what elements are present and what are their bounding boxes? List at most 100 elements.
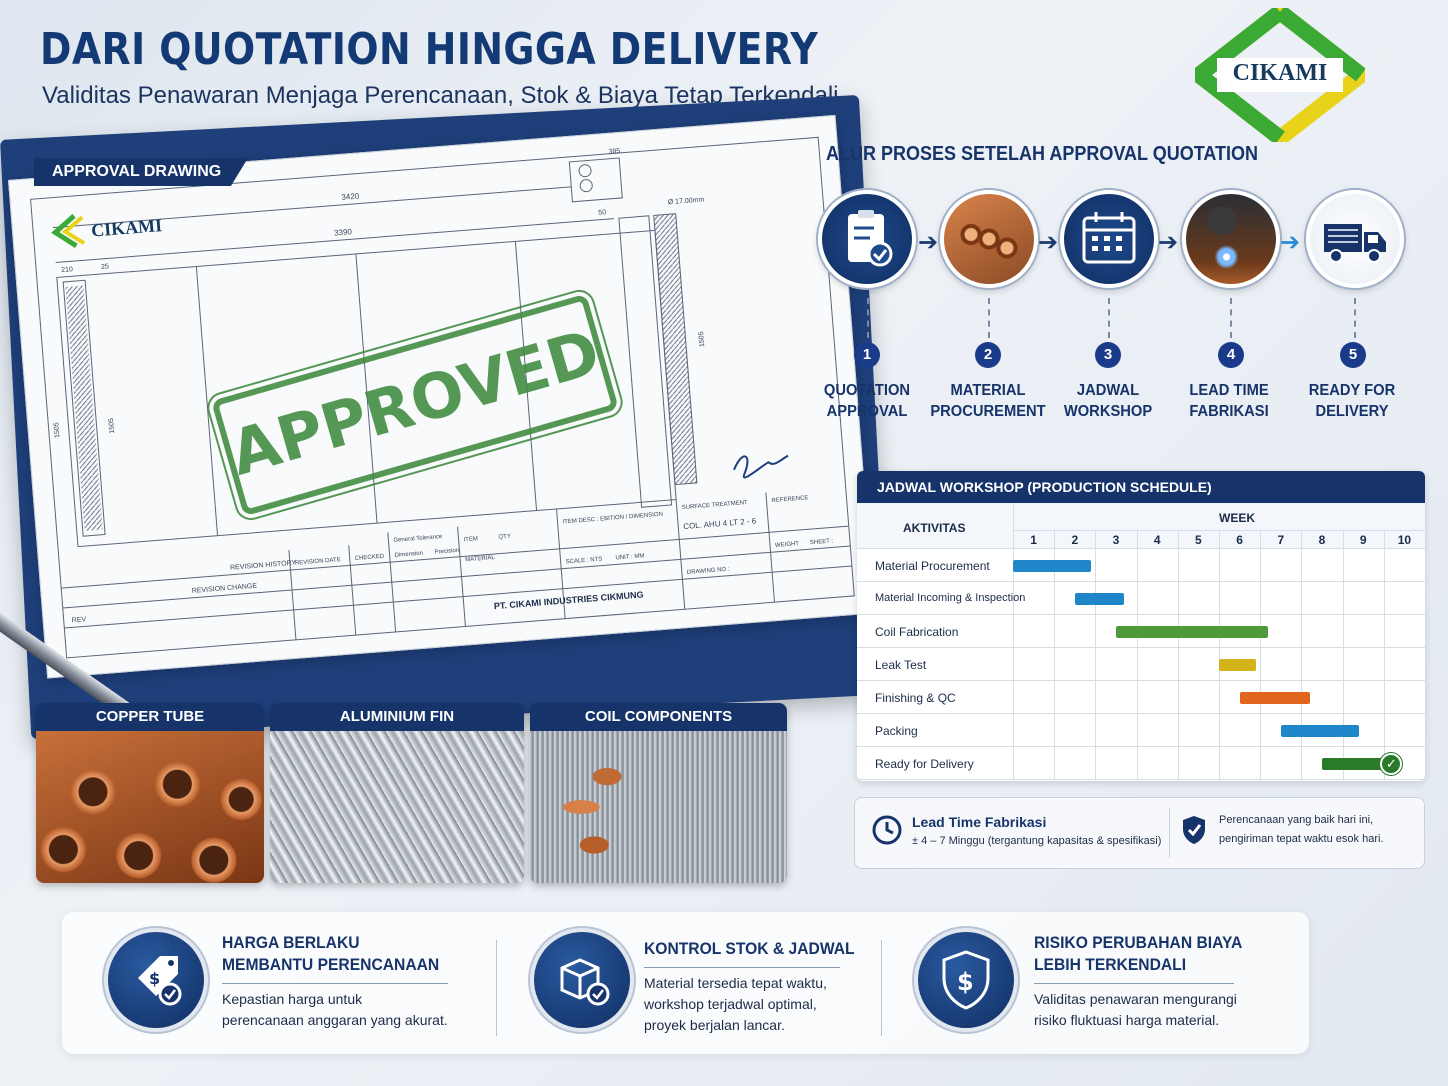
lead-note-line1: Perencanaan yang baik hari ini, <box>1219 814 1374 826</box>
lead-time-box: Lead Time Fabrikasi ± 4 – 7 Minggu (terg… <box>854 797 1425 869</box>
week-number: 6 <box>1236 533 1243 547</box>
benefit-icon-circle: $ <box>108 932 204 1028</box>
benefit-divider <box>496 940 497 1036</box>
week-header: WEEK <box>1219 511 1255 525</box>
delivery-check-icon: ✓ <box>1380 753 1403 775</box>
truck-icon <box>1324 224 1386 263</box>
activity-label: Leak Test <box>875 658 927 672</box>
schedule-bar <box>1239 692 1310 704</box>
step-connector <box>1108 298 1110 338</box>
activity-label: Finishing & QC <box>875 691 956 705</box>
week-number: 8 <box>1318 533 1326 547</box>
week-number: 5 <box>1195 533 1202 547</box>
lead-note-line2: pengiriman tepat waktu esok hari. <box>1219 833 1384 845</box>
week-number: 1 <box>1030 533 1037 547</box>
schedule-bar <box>1219 659 1257 671</box>
material-card-title: ALUMINIUM FIN <box>270 703 524 731</box>
approval-drawing-tab: APPROVAL DRAWING <box>34 158 248 186</box>
clock-icon <box>872 815 902 845</box>
week-number: 9 <box>1359 533 1367 547</box>
step-arrow-icon: ➔ <box>1158 229 1179 256</box>
activity-label: Coil Fabrication <box>875 625 959 639</box>
week-number: 7 <box>1277 533 1285 547</box>
schedule-bar <box>1116 626 1269 638</box>
drawing-logo: CIKAMI <box>51 214 163 248</box>
benefit-rule <box>222 983 448 984</box>
schedule-row: Packing <box>857 714 1425 747</box>
step-5-circle <box>1306 190 1404 288</box>
step-connector <box>988 298 990 338</box>
logo-diamond-icon <box>1185 1 1375 149</box>
dim-50: 50 <box>598 209 606 217</box>
tb-weight: WEIGHT <box>775 541 800 549</box>
week-column <box>1054 531 1056 780</box>
shield-check-icon <box>1183 816 1205 844</box>
week-column <box>1383 531 1385 780</box>
step-connector <box>1354 298 1356 338</box>
lead-time-title: Lead Time Fabrikasi <box>912 814 1047 830</box>
lead-time-detail: ± 4 – 7 Minggu (tergantung kapasitas & s… <box>912 835 1162 847</box>
activity-label: Material Procurement <box>875 559 990 573</box>
week-number: 3 <box>1112 533 1120 547</box>
svg-text:$: $ <box>149 969 160 988</box>
week-number: 10 <box>1397 533 1412 547</box>
schedule-row: Coil Fabrication <box>857 615 1425 648</box>
tb-qty: QTY <box>498 534 511 541</box>
material-card-copper-tube: COPPER TUBE <box>36 703 264 883</box>
tb-sheet: SHEET : <box>810 538 834 546</box>
step-number: 4 <box>1218 342 1244 368</box>
tb-material: MATERIAL <box>465 555 496 563</box>
box-check-icon <box>560 958 610 1006</box>
dim-210: 210 <box>61 266 73 274</box>
cikami-logo: CIKAMI <box>1185 1 1375 149</box>
tb-item-desc: ITEM DESC : EBITION / DIMENSION <box>562 512 663 526</box>
benefit-2-text: Material tersedia tepat waktu,workshop t… <box>644 975 827 1033</box>
copper-pipes-icon <box>940 190 1038 288</box>
step-1-circle <box>818 190 916 288</box>
dim-1505-left: 1505 <box>53 422 61 438</box>
activity-header: AKTIVITAS <box>903 521 966 535</box>
week-column <box>1301 531 1303 780</box>
tb-precision: Precision <box>434 548 459 556</box>
week-column <box>1342 531 1344 780</box>
tb-general-tolerance: General Tolerance <box>393 534 443 544</box>
process-title: ALUR PROSES SETELAH APPROVAL QUOTATION <box>826 143 1259 165</box>
week-column <box>1177 531 1179 780</box>
aluminium-fin-image <box>270 731 524 883</box>
technical-drawing: 3420 3390 385 Ø 17.00mm 210 25 50 1505 1… <box>30 136 855 659</box>
step-number: 3 <box>1095 342 1121 368</box>
schedule-row: Finishing & QC <box>857 681 1425 714</box>
dim-1505-right: 1505 <box>698 331 706 347</box>
schedule-row: Ready for Delivery <box>857 747 1425 780</box>
tb-unit: UNIT : MM <box>615 553 644 561</box>
material-card-title: COPPER TUBE <box>36 703 264 731</box>
dim-1505-inner: 1505 <box>108 418 116 434</box>
week-number: 2 <box>1071 533 1079 547</box>
welding-icon <box>1182 190 1280 288</box>
step-arrow-icon: ➔ <box>918 229 939 256</box>
shield-dollar-icon: $ <box>942 950 990 1010</box>
clipboard-check-icon <box>848 210 893 267</box>
drawing-sheet: 3420 3390 385 Ø 17.00mm 210 25 50 1505 1… <box>8 114 875 679</box>
dim-385: 385 <box>608 148 620 156</box>
material-card-title: COIL COMPONENTS <box>530 703 787 731</box>
material-card-coil-components: COIL COMPONENTS <box>530 703 787 883</box>
schedule-header-row: AKTIVITAS WEEK <box>857 503 1425 549</box>
activity-label: Ready for Delivery <box>875 757 974 771</box>
step-arrow-icon: ➔ <box>1280 229 1301 256</box>
activity-label: Packing <box>875 724 918 738</box>
step-3-circle <box>1060 190 1158 288</box>
tb-part: COL. AHU 4 LT 2 - 6 <box>683 516 757 531</box>
step-arrow-icon: ➔ <box>1038 229 1059 256</box>
production-schedule: JADWAL WORKSHOP (PRODUCTION SCHEDULE) AK… <box>857 471 1425 781</box>
step-connector <box>1230 298 1232 338</box>
benefit-2-title: KONTROL STOK & JADWAL <box>644 939 855 958</box>
